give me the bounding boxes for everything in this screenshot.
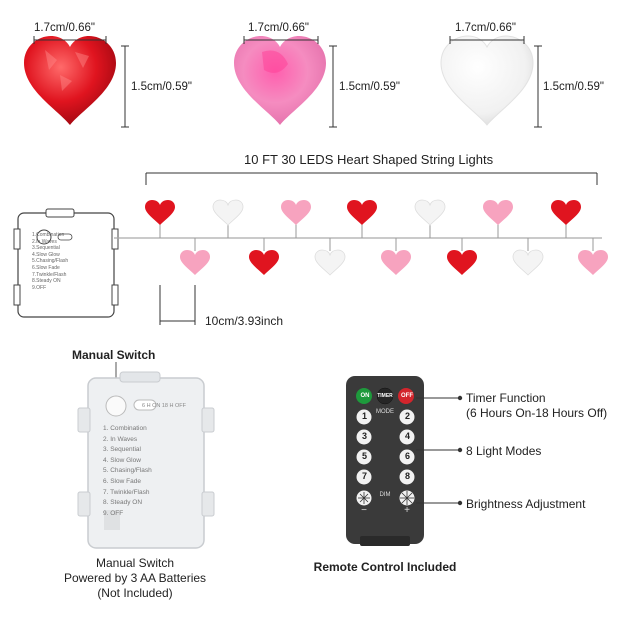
heart-dimensions-figure bbox=[24, 35, 542, 128]
remote-caption: Remote Control Included bbox=[313, 560, 457, 574]
string-heart-lower-7 bbox=[578, 250, 608, 275]
remote-key-2: 2 bbox=[404, 411, 410, 421]
battery-caption-line-1: Manual Switch bbox=[95, 556, 175, 570]
callout-light-modes: 8 Light Modes bbox=[466, 444, 542, 458]
red-heart-large bbox=[24, 36, 116, 125]
small-mode-2: 2.In Waves bbox=[32, 238, 57, 245]
small-mode-3: 3.Sequential bbox=[32, 245, 60, 252]
string-heart-lower-2 bbox=[249, 250, 279, 275]
remote-key-1: 1 bbox=[361, 411, 367, 421]
string-heart-upper-2 bbox=[212, 199, 244, 226]
callout-timer-line-2: (6 Hours On-18 Hours Off) bbox=[466, 406, 608, 420]
remote-off-button: OFF bbox=[401, 393, 413, 399]
battery-switch-text: 6 H ON 18 H OFF bbox=[142, 403, 187, 409]
small-mode-5: 5.Chasing/Flash bbox=[32, 258, 69, 265]
mode-8: 8. Steady ON bbox=[103, 499, 143, 507]
width-label-white: 1.7cm/0.66" bbox=[455, 22, 516, 34]
string-lights-diagram bbox=[13, 172, 608, 325]
battery-caption: Manual Switch Powered by 3 AA Batteries … bbox=[40, 556, 230, 601]
small-mode-6: 6.Slow Fade bbox=[32, 264, 60, 271]
height-label-white: 1.5cm/0.59" bbox=[543, 81, 604, 93]
heart-stems bbox=[159, 223, 594, 251]
manual-switch-heading: Manual Switch bbox=[72, 348, 156, 362]
spacing-label: 10cm/3.93inch bbox=[205, 314, 284, 328]
remote-key-4: 4 bbox=[404, 431, 410, 441]
string-heart-upper-5 bbox=[414, 199, 446, 226]
remote-key-6: 6 bbox=[404, 451, 410, 461]
remote-on-button: ON bbox=[360, 393, 370, 399]
string-heart-lower-1 bbox=[180, 250, 210, 275]
battery-box-modes: 1. Combination 2. In Waves 3. Sequential… bbox=[103, 424, 152, 519]
mode-3: 3. Sequential bbox=[103, 446, 141, 454]
small-mode-4: 4.Slow Glow bbox=[32, 251, 60, 258]
remote-timer-button: TIMER bbox=[377, 393, 393, 399]
string-heart-upper-4 bbox=[347, 200, 377, 225]
string-heart-lower-5 bbox=[447, 250, 477, 275]
string-heart-upper-3 bbox=[281, 200, 311, 225]
battery-caption-line-3: (Not Included) bbox=[97, 586, 173, 600]
mode-1: 1. Combination bbox=[103, 425, 147, 432]
white-heart-large bbox=[440, 35, 534, 126]
string-heart-upper-6 bbox=[483, 200, 513, 225]
string-heart-lower-6 bbox=[512, 249, 544, 276]
mode-6: 6. Slow Fade bbox=[103, 477, 141, 485]
height-label-pink: 1.5cm/0.59" bbox=[339, 81, 400, 93]
battery-box-small bbox=[13, 208, 119, 318]
string-heart-upper-7 bbox=[551, 200, 581, 225]
width-label-pink: 1.7cm/0.66" bbox=[248, 22, 309, 34]
callout-brightness: Brightness Adjustment bbox=[466, 497, 586, 511]
remote-dim-label: DIM bbox=[379, 492, 391, 498]
mode-9: 9. OFF bbox=[103, 509, 124, 517]
remote-mode-label: MODE bbox=[376, 409, 394, 415]
string-title: 10 FT 30 LEDS Heart Shaped String Lights bbox=[244, 152, 494, 167]
small-mode-7: 7.Twinkle/Flash bbox=[32, 271, 67, 278]
small-mode-1: 1.Combination bbox=[32, 232, 65, 238]
small-mode-9: 9.OFF bbox=[32, 284, 47, 291]
remote-key-8: 8 bbox=[404, 471, 410, 481]
small-mode-8: 8.Steady ON bbox=[32, 278, 61, 285]
remote-key-5: 5 bbox=[361, 451, 367, 461]
remote-plus-label: + bbox=[404, 505, 410, 516]
height-label-red: 1.5cm/0.59" bbox=[131, 81, 192, 93]
callout-timer-line-1: Timer Function bbox=[466, 391, 546, 405]
mode-7: 7. Twinkle/Flash bbox=[103, 488, 150, 496]
width-label-red: 1.7cm/0.66" bbox=[34, 22, 95, 34]
remote-callout-lines bbox=[416, 395, 463, 506]
battery-caption-line-2: Powered by 3 AA Batteries bbox=[63, 571, 207, 585]
string-heart-lower-4 bbox=[381, 250, 411, 275]
remote-key-7: 7 bbox=[361, 471, 367, 481]
string-heart-lower-3 bbox=[314, 249, 346, 276]
mode-5: 5. Chasing/Flash bbox=[103, 467, 152, 475]
pink-heart-large bbox=[234, 36, 326, 125]
battery-box-small-modes: 1.Combination 2.In Waves 3.Sequential 4.… bbox=[32, 232, 102, 291]
mode-2: 2. In Waves bbox=[103, 435, 138, 443]
callout-timer: Timer Function (6 Hours On-18 Hours Off) bbox=[466, 391, 607, 421]
string-heart-upper-1 bbox=[145, 200, 175, 225]
mode-4: 4. Slow Glow bbox=[103, 456, 141, 464]
remote-minus-label: − bbox=[361, 505, 367, 516]
remote-key-3: 3 bbox=[361, 431, 367, 441]
remote-control bbox=[346, 376, 424, 546]
battery-box bbox=[77, 362, 215, 549]
